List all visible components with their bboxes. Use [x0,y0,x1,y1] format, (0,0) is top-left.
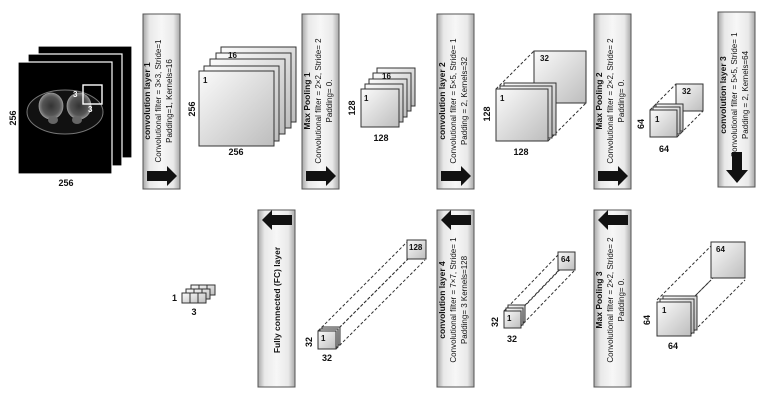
map-depth-label: 64 [716,245,725,254]
map-side-label: 64 [642,315,652,325]
feature-map-5: 64 1 64 64 [642,241,746,351]
panel-title: Fully connected (FC) layer [272,246,282,353]
panel-title: convolution layer 3 [718,56,728,134]
map-bottom-label: 256 [228,147,243,157]
output-vector: 1 3 [172,284,216,317]
panel-line-2: Padding = 2, Kernels=32 [460,56,469,145]
map-side-label: 32 [304,337,314,347]
map-depth-label: 32 [540,54,549,63]
feature-map-7: 128 1 32 32 [304,239,427,363]
panel-conv4: convolution layer 4 Convolutional filter… [436,209,475,388]
panel-line-2: Padding= 0. [325,80,334,123]
map-side-label: 128 [347,100,357,115]
input-side-label: 256 [8,110,18,125]
panel-line-1: Convolutional filter = 2×2, Stride= 2 [606,237,615,363]
input-image-stack: 3 3 256 256 [8,45,133,188]
panel-title: convolution layer 2 [437,62,447,140]
map-bottom-label: 32 [507,334,517,344]
output-bottom-label: 3 [191,307,196,317]
arrow-right-icon [306,166,336,186]
map-side-label: 64 [636,119,646,129]
panel-line-2: Padding = 2, Kernels=64 [741,50,750,139]
panel-conv3: convolution layer 3 Convolutional filter… [717,11,756,188]
map-side-label: 128 [482,106,492,121]
feature-map-6: 64 1 32 32 [490,251,576,344]
map-front-label: 1 [203,76,208,85]
panel-pool1: Max Pooling 1 Convolutional filter = 2×2… [301,13,340,190]
map-side-label: 256 [187,101,197,116]
map-depth-label: 32 [682,87,691,96]
arrow-right-icon [598,166,628,186]
arrow-left-icon [598,210,628,230]
feature-map-1: 16 1 256 256 [187,46,297,157]
panel-title: convolution layer 4 [437,261,447,339]
map-bottom-label: 128 [513,147,528,157]
output-side-label: 1 [172,293,177,303]
map-front-label: 1 [321,334,326,343]
input-patch-label-side: 3 [88,105,93,114]
map-depth-label: 128 [409,243,423,252]
panel-pool3: Max Pooling 3 Convolutional filter = 2×2… [593,209,632,388]
map-bottom-label: 64 [659,144,669,154]
panel-title: Max Pooling 2 [594,72,604,129]
arrow-left-icon [441,210,471,230]
feature-map-4: 32 1 64 64 [636,83,704,154]
panel-conv2: convolution layer 2 Convolutional filter… [436,13,475,190]
panel-line-2: Padding= 3 Kernels=128 [460,255,469,344]
map-front-label: 1 [364,94,369,103]
panel-line-1: Convolutional filter = 3×3, Stride=1 [154,39,163,163]
map-front-label: 1 [655,115,660,124]
map-depth-label: 16 [382,72,391,81]
input-patch-box [82,84,103,105]
arrow-right-icon [147,166,177,186]
panel-line-1: Convolutional filter = 5×5, Stride= 1 [449,38,458,164]
panel-fc: Fully connected (FC) layer [257,209,296,388]
panel-line-1: Convolutional filter = 2×2, Stride= 2 [314,38,323,164]
arrow-right-icon [441,166,471,186]
map-front-label: 1 [500,94,505,103]
map-depth-label: 64 [561,255,570,264]
panel-title: Max Pooling 3 [594,271,604,328]
panel-title: convolution layer 1 [142,62,152,140]
input-patch-label-top: 3 [73,90,78,99]
panel-line-2: Padding=1, Kernels=16 [165,59,174,143]
panel-line-2: Padding= 0. [617,279,626,322]
arrow-down-icon [726,152,748,183]
map-bottom-label: 32 [322,353,332,363]
map-bottom-label: 128 [373,133,388,143]
input-bottom-label: 256 [58,178,73,188]
map-bottom-label: 64 [668,341,678,351]
lung-ct-image [26,89,104,135]
panel-conv1: convolution layer 1 Convolutional filter… [142,13,181,190]
feature-map-3: 32 1 128 128 [482,50,587,157]
map-side-label: 32 [490,317,500,327]
map-front-label: 1 [507,314,512,323]
arrow-left-icon [262,210,292,230]
map-front-label: 1 [662,306,667,315]
panel-line-1: Convolutional filter = 2×2, Stride= 2 [606,38,615,164]
panel-line-1: Convolutional filter = 5×5, Stride= 1 [730,32,739,158]
map-depth-label: 16 [228,51,237,60]
panel-line-2: Padding= 0. [617,80,626,123]
feature-map-2: 16 1 128 128 [347,67,416,143]
panel-title: Max Pooling 1 [302,72,312,129]
panel-pool2: Max Pooling 2 Convolutional filter = 2×2… [593,13,632,190]
panel-line-1: Convolutional filter = 7×7, Stride= 1 [449,237,458,363]
